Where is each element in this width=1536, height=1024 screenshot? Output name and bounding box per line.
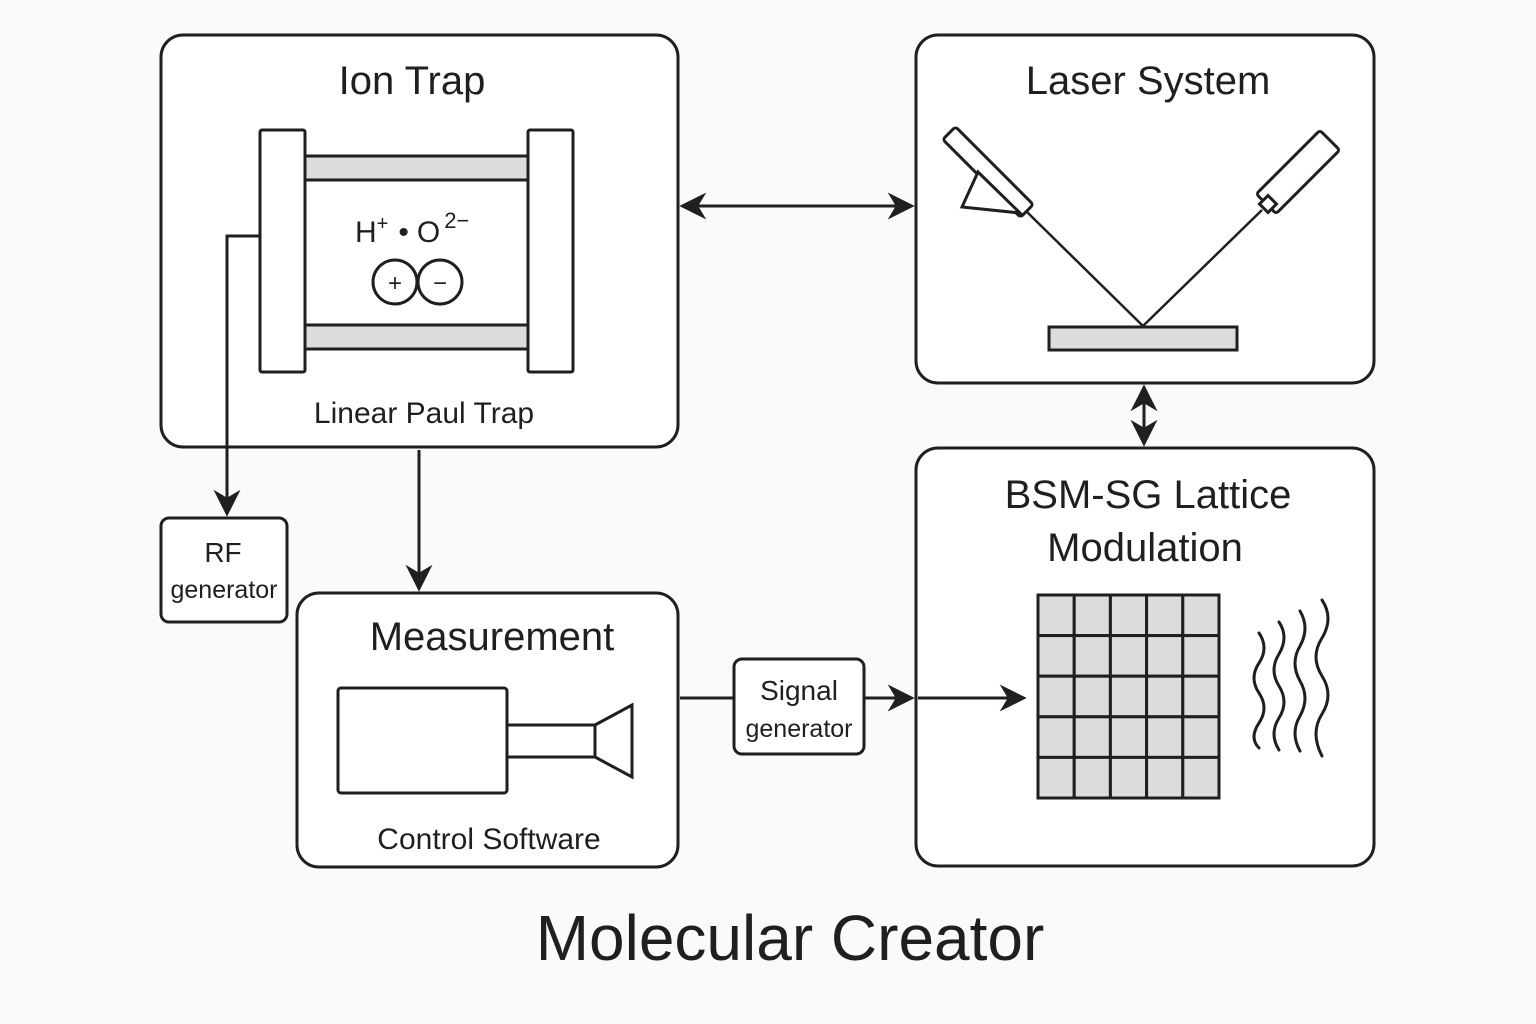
- lattice-cell: [1181, 674, 1221, 719]
- rf-generator-line2: generator: [170, 576, 277, 604]
- lattice-cell: [1072, 593, 1112, 638]
- target-substrate: [1047, 325, 1239, 352]
- ion-trap-subtitle: Linear Paul Trap: [314, 397, 534, 430]
- lattice-cell: [1145, 674, 1185, 719]
- lattice-cell: [1036, 593, 1076, 638]
- lattice-cell: [1181, 755, 1221, 800]
- lattice-cell: [1145, 715, 1185, 759]
- laser-system-panel: Laser System: [914, 33, 1376, 385]
- lattice-cell: [1108, 674, 1149, 719]
- lattice-cell: [1108, 715, 1149, 759]
- lattice-cell: [1108, 755, 1149, 800]
- lattice-cell: [1145, 593, 1185, 638]
- camera-icon: [336, 686, 634, 795]
- lattice-cell: [1072, 755, 1112, 800]
- lattice-cell: [1181, 715, 1221, 759]
- laser-left-icon: [942, 126, 1034, 218]
- lattice-cell: [1072, 674, 1112, 719]
- ion-pair-icon: + −: [371, 258, 464, 306]
- lattice-cell: [1072, 634, 1112, 678]
- measurement-subtitle: Control Software: [377, 823, 600, 856]
- measurement-title: Measurement: [370, 615, 615, 659]
- lattice-cell: [1036, 634, 1076, 678]
- lattice-cell: [1181, 593, 1221, 638]
- signal-generator-line2: generator: [745, 715, 852, 743]
- laser-system-title: Laser System: [1026, 59, 1271, 103]
- lattice-cell: [1181, 634, 1221, 678]
- rf-generator-box: RF generator: [159, 516, 289, 624]
- lattice-cell: [1036, 755, 1076, 800]
- paul-trap-icon: [258, 128, 575, 374]
- lattice-cell: [1108, 593, 1149, 638]
- measurement-panel: Measurement Control Software: [295, 591, 680, 869]
- lattice-cell: [1036, 715, 1076, 759]
- minus-ion-sign: −: [433, 270, 447, 297]
- plus-ion-sign: +: [388, 270, 402, 297]
- lattice-cell: [1072, 715, 1112, 759]
- laser-right-icon: [1256, 130, 1340, 215]
- laser-beam-right: [1142, 209, 1263, 327]
- signal-generator-line1: Signal: [760, 675, 838, 706]
- lattice-grid: [1036, 593, 1221, 800]
- signal-generator-box: Signal generator: [732, 657, 866, 756]
- rf-generator-line1: RF: [204, 537, 241, 568]
- lattice-cell: [1036, 674, 1076, 719]
- ion-trap-title: Ion Trap: [339, 59, 486, 103]
- lattice-cell: [1145, 634, 1185, 678]
- lattice-cell: [1108, 634, 1149, 678]
- lattice-title-line1: BSM-SG Lattice: [1005, 473, 1292, 517]
- lattice-title-line2: Modulation: [1047, 526, 1243, 570]
- lattice-cell: [1145, 755, 1185, 800]
- lattice-panel: BSM-SG Lattice Modulation: [914, 446, 1376, 868]
- connector-iontrap-rf: [213, 234, 260, 517]
- diagram-title: Molecular Creator: [536, 902, 1045, 974]
- laser-beam-left: [1026, 211, 1144, 327]
- wave-icon: [1252, 598, 1330, 758]
